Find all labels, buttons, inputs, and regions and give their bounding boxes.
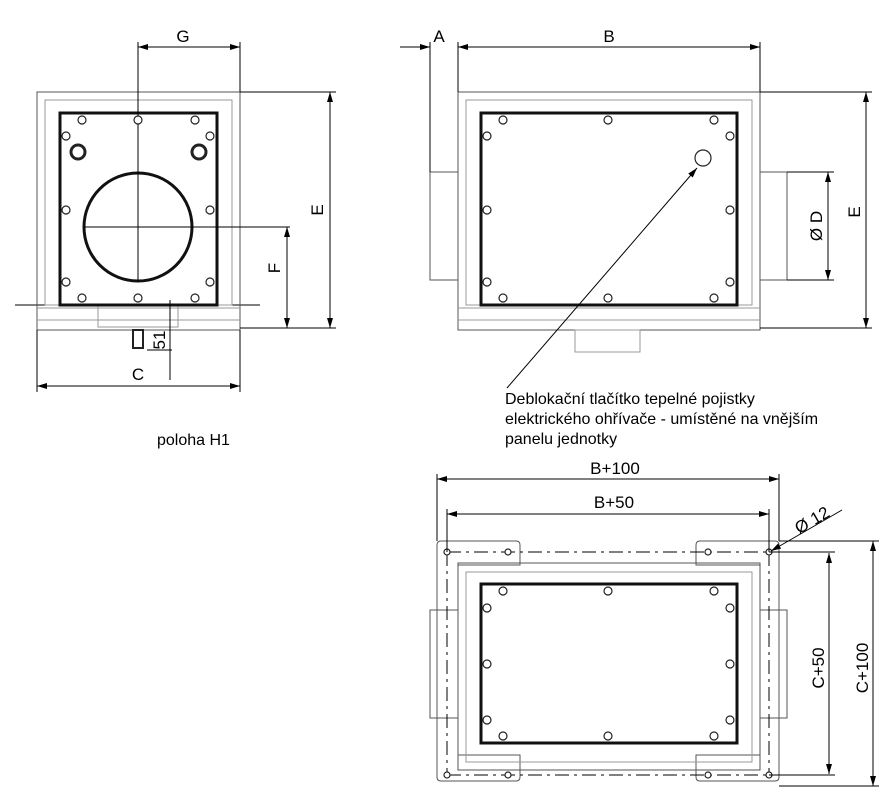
dim-b50-label: B+50 [594, 493, 634, 512]
dim-f-label: F [265, 263, 284, 273]
reset-button-icon [694, 149, 712, 167]
dim-e-label: E [845, 206, 864, 217]
position-caption: poloha H1 [157, 432, 230, 449]
panel-screws [61, 115, 215, 303]
dim-d-label: Ø D [807, 211, 826, 241]
panel-screws [482, 115, 735, 303]
side-view: A B Ø D E Deblokační tlačítko tepelné po… [400, 27, 872, 448]
note-line: Deblokační tlačítko tepelné pojistky [505, 391, 755, 408]
note-line: panelu jednotky [505, 431, 617, 448]
dim-c-label: C [132, 365, 144, 384]
panel-screws [482, 586, 735, 741]
dim-b-label: B [603, 27, 614, 46]
top-view: B+100 B+50 Ø 12 C+50 C+100 [429, 459, 879, 787]
front-view-h1: G E F 51 C poloha H1 [15, 27, 336, 449]
dim-51-label: 51 [150, 331, 169, 350]
dim-b100-label: B+100 [590, 459, 640, 478]
note-line: elektrického ohřívače - umístěné na vněj… [505, 411, 818, 428]
dim-e-label: E [308, 204, 327, 215]
dim-c100-label: C+100 [853, 643, 872, 694]
connector-icon [69, 143, 87, 161]
dim-a-label: A [433, 27, 445, 46]
dim-g-label: G [176, 27, 189, 46]
connector-icon [190, 143, 208, 161]
dim-phi12-label: Ø 12 [792, 503, 833, 538]
dim-c50-label: C+50 [809, 647, 828, 688]
